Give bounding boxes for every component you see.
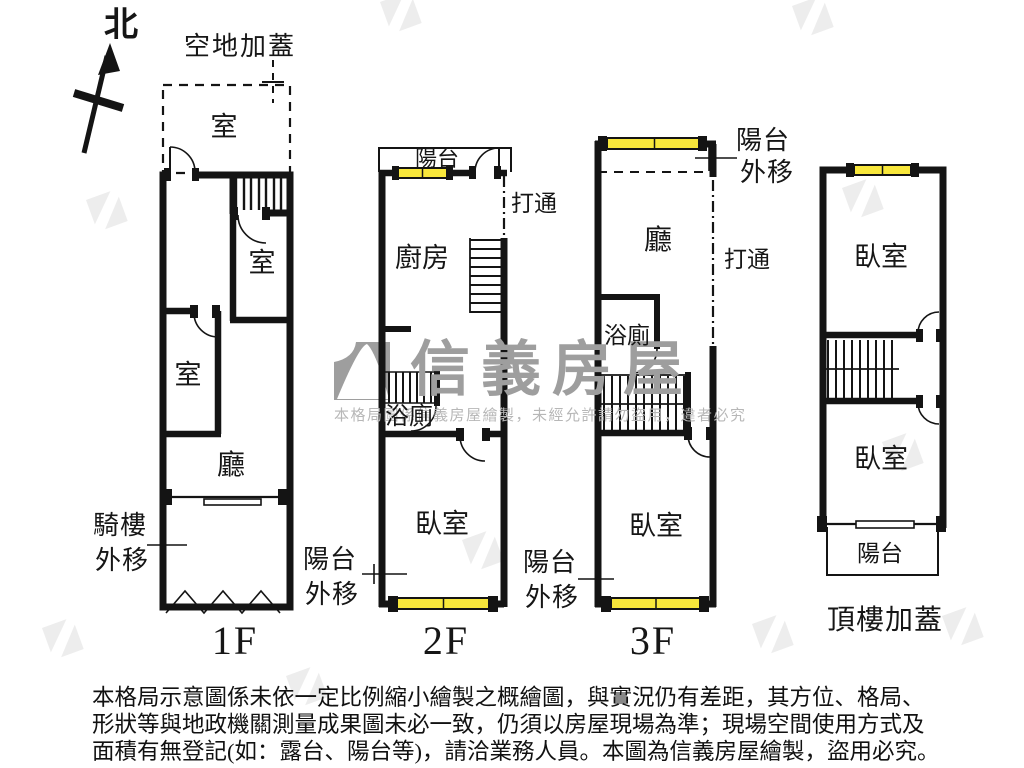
floor3-balcony-note-bottom-line1: 陽台 [523,548,578,577]
floor2-balcony-note-line1: 陽台 [303,545,358,574]
floor2-bath-label: 浴廁 [385,404,433,430]
floor2-balcony-label: 陽台 [414,146,460,171]
north-label: 北 [104,7,138,44]
floor3-living-label: 廳 [643,225,673,256]
roof-bedroom-top-label: 臥室 [854,242,908,272]
disclaimer-line1: 本格局示意圖係未依一定比例縮小繪製之概繪圖，與實況仍有差距，其方位、格局、 [92,685,925,710]
floor1-room-left-label: 室 [174,360,202,390]
rooftop-plan [817,163,947,576]
floor2-name: 2F [422,618,470,663]
floor2-kitchen-label: 廚房 [395,243,449,273]
roof-name: 頂樓加蓋 [827,605,944,636]
disclaimer-line2: 形狀等與地政機關測量成果圖未必一致，仍須以房屋現場為準；現場空間使用方式及 [92,712,925,737]
floor3-plan [578,136,737,612]
north-arrow [72,43,125,154]
floor1-annex-label: 空地加蓋 [184,32,297,61]
floor2-balcony-note-line2: 外移 [305,580,360,609]
floor3-name: 3F [629,618,677,663]
floor3-balcony-note-bottom-line2: 外移 [525,583,580,612]
watermark-notice: 本格局圖係信義房屋繪製，未經允許請勿盜用，違者必究 [334,407,747,424]
roof-bedroom-bottom-label: 臥室 [854,444,908,474]
floor3-bath-label: 浴廁 [604,323,650,348]
floor1-annex-room-label: 室 [210,112,238,142]
floor2-open-note: 打通 [511,191,557,216]
floor1-plan [147,60,294,615]
floor3-open-note: 打通 [724,247,770,272]
roof-balcony-label: 陽台 [857,541,903,566]
floor3-balcony-note-top-line2: 外移 [740,158,795,187]
floor1-name: 1F [211,618,259,663]
floor2-bedroom-label: 臥室 [415,509,469,539]
floor2-plan [362,147,512,612]
floor3-bedroom-label: 臥室 [629,511,683,541]
disclaimer-line3: 面積有無登記(如：露台、陽台等)，請洽業務人員。本圖為信義房屋繪製，盜用必究。 [92,739,940,764]
floor1-room-right-label: 室 [248,248,276,278]
floor1-living-label: 廳 [216,450,246,481]
floor3-balcony-note-top-line1: 陽台 [736,126,791,155]
watermark-brand: 信義房屋 [410,336,694,403]
floor1-arcade-note-line2: 外移 [95,546,150,575]
floor1-arcade-note-line1: 騎樓 [93,511,148,540]
